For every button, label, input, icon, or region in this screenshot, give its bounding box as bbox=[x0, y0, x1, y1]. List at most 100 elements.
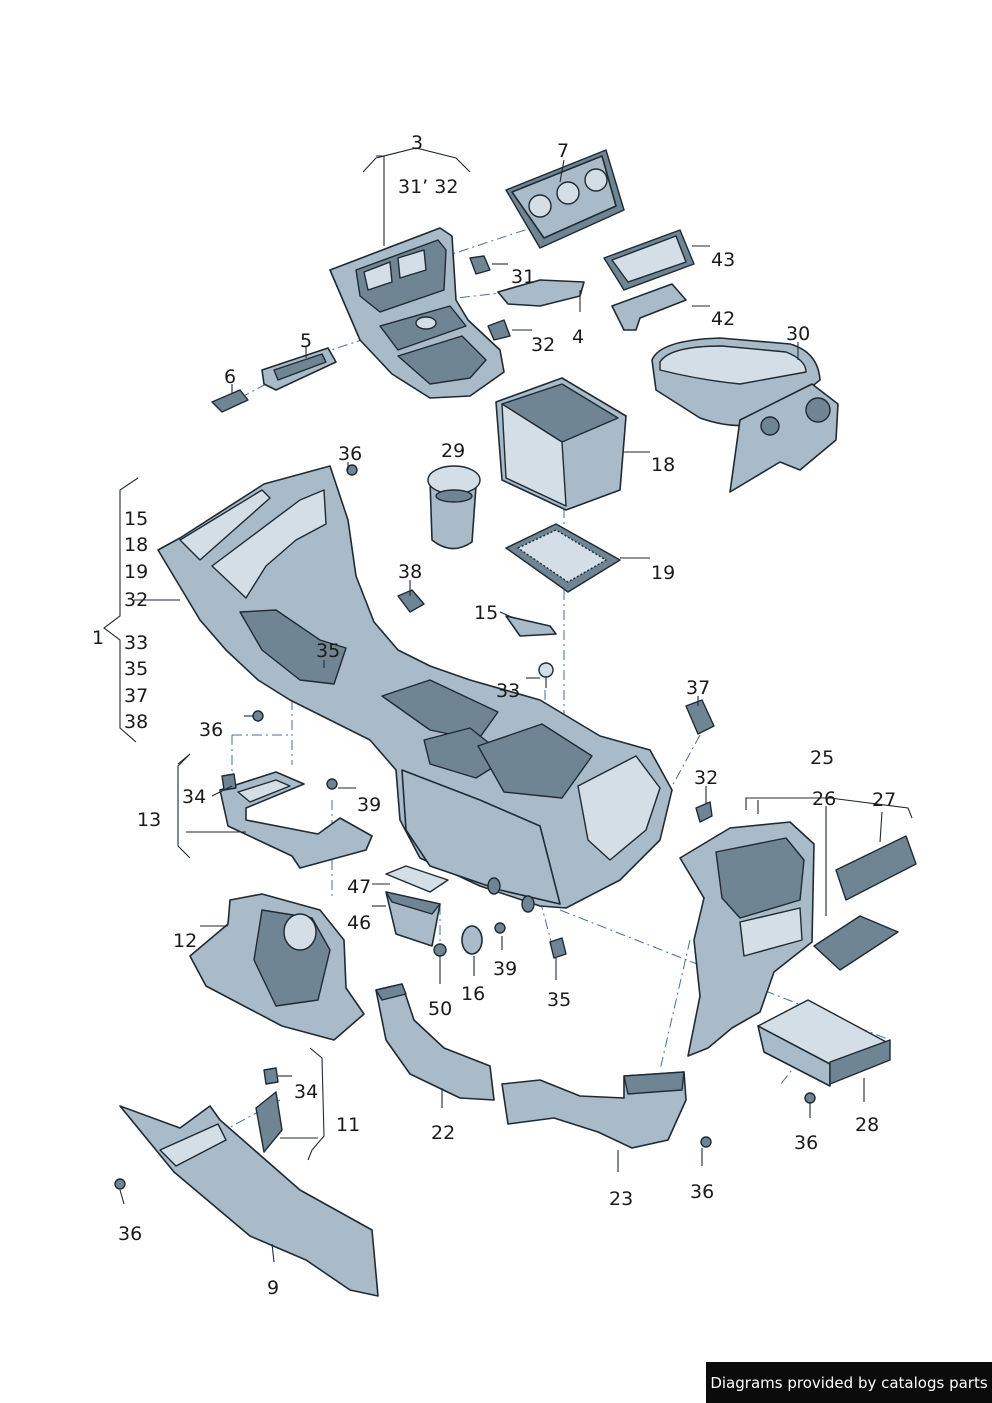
callout-25: 25 bbox=[810, 747, 834, 769]
callout-22: 22 bbox=[431, 1122, 455, 1144]
part-7-control-trim[interactable] bbox=[505, 149, 625, 249]
callout-35-low: 35 bbox=[547, 989, 571, 1011]
callout-26: 26 bbox=[812, 788, 836, 810]
part-31-clip[interactable] bbox=[469, 255, 491, 275]
part-34-clip-low[interactable] bbox=[263, 1067, 279, 1085]
part-18-storage-box[interactable] bbox=[495, 377, 627, 511]
part-36-screw-9[interactable] bbox=[114, 1178, 126, 1190]
callout-19: 19 bbox=[651, 562, 675, 584]
part-39-screw-low[interactable] bbox=[494, 922, 506, 934]
callout-5: 5 bbox=[300, 330, 312, 352]
part-32-clip-right[interactable] bbox=[695, 801, 713, 823]
callout-11: 11 bbox=[336, 1114, 360, 1136]
part-38-clip[interactable] bbox=[397, 589, 425, 613]
callout-13: 13 bbox=[137, 809, 161, 831]
part-23-air-duct[interactable] bbox=[501, 1071, 687, 1149]
callout-9: 9 bbox=[267, 1277, 279, 1299]
callout-34-low: 34 bbox=[294, 1081, 318, 1103]
callout-28: 28 bbox=[855, 1114, 879, 1136]
callout-3: 3 bbox=[411, 132, 423, 154]
callout-18: 18 bbox=[651, 454, 675, 476]
callout-46: 46 bbox=[347, 912, 371, 934]
part-35-clip-low[interactable] bbox=[549, 937, 567, 959]
part-25-rear-vent[interactable] bbox=[679, 821, 815, 1057]
group1-item: 19 bbox=[124, 561, 148, 583]
callout-12: 12 bbox=[173, 930, 197, 952]
part-32-clip-upper[interactable] bbox=[487, 319, 511, 341]
group1-item: 37 bbox=[124, 685, 148, 707]
callout-7: 7 bbox=[557, 140, 569, 162]
part-30-armrest[interactable] bbox=[651, 337, 839, 493]
callout-32-right: 32 bbox=[694, 767, 718, 789]
callout-labels: 3 31’ 32 7 43 31 4 42 32 30 5 6 36 29 18… bbox=[92, 132, 896, 1299]
callout-36-left: 36 bbox=[199, 719, 223, 741]
callout-29: 29 bbox=[441, 440, 465, 462]
callout-38: 38 bbox=[398, 561, 422, 583]
callout-36-duct: 36 bbox=[690, 1181, 714, 1203]
group1-item: 38 bbox=[124, 711, 148, 733]
part-3-bezel[interactable] bbox=[329, 227, 505, 399]
callout-1: 1 bbox=[92, 627, 104, 649]
footer-credit: Diagrams provided by catalogs parts bbox=[706, 1362, 992, 1403]
part-36-screw-23[interactable] bbox=[700, 1136, 712, 1148]
part-12-shifter-housing[interactable] bbox=[189, 893, 365, 1041]
callout-33: 33 bbox=[496, 680, 520, 702]
callout-27: 27 bbox=[872, 789, 896, 811]
part-26-mat[interactable] bbox=[813, 915, 899, 971]
callout-42: 42 bbox=[711, 308, 735, 330]
group1-item: 15 bbox=[124, 508, 148, 530]
callout-36-box: 36 bbox=[794, 1132, 818, 1154]
callout-35-upper: 35 bbox=[316, 640, 340, 662]
part-28-socket-box[interactable] bbox=[757, 999, 891, 1087]
part-1-center-console[interactable] bbox=[157, 465, 673, 913]
callout-37: 37 bbox=[686, 677, 710, 699]
callout-6: 6 bbox=[224, 366, 236, 388]
callout-15: 15 bbox=[474, 602, 498, 624]
part-9-side-trim[interactable] bbox=[119, 1105, 379, 1297]
callout-4: 4 bbox=[572, 326, 584, 348]
part-34-clip-mid[interactable] bbox=[221, 773, 237, 791]
part-6-switch[interactable] bbox=[211, 389, 249, 413]
part-50-clip[interactable] bbox=[433, 943, 447, 957]
part-11-switch[interactable] bbox=[255, 1091, 283, 1153]
part-5-switch-panel[interactable] bbox=[261, 347, 337, 391]
group1-item: 32 bbox=[124, 589, 148, 611]
callout-39-low: 39 bbox=[493, 958, 517, 980]
callout-31-32: 31’ 32 bbox=[398, 176, 458, 198]
part-15-insert[interactable] bbox=[505, 615, 557, 637]
part-47-plate[interactable] bbox=[385, 865, 449, 893]
part-27-vent-insert[interactable] bbox=[835, 835, 917, 901]
callout-32-upper: 32 bbox=[531, 334, 555, 356]
part-19-mat[interactable] bbox=[505, 523, 621, 593]
part-29-cup[interactable] bbox=[427, 465, 481, 550]
callout-23: 23 bbox=[609, 1188, 633, 1210]
part-36-screw-1[interactable] bbox=[252, 710, 264, 722]
part-36-screw-top[interactable] bbox=[346, 464, 358, 476]
part-43-tray[interactable] bbox=[603, 229, 695, 291]
callout-31: 31 bbox=[511, 266, 535, 288]
part-13-bracket[interactable] bbox=[219, 771, 373, 869]
callout-47: 47 bbox=[347, 876, 371, 898]
callout-16: 16 bbox=[461, 983, 485, 1005]
part-16-cap[interactable] bbox=[461, 925, 483, 955]
part-33-pin[interactable] bbox=[538, 662, 554, 688]
callout-43: 43 bbox=[711, 249, 735, 271]
callout-50: 50 bbox=[428, 998, 452, 1020]
callout-36-top: 36 bbox=[338, 443, 362, 465]
part-39-screw-mid[interactable] bbox=[326, 778, 338, 790]
part-36-screw-28[interactable] bbox=[804, 1092, 816, 1104]
group-1-list: 15 18 19 32 33 35 37 38 bbox=[124, 508, 148, 733]
part-42-bracket[interactable] bbox=[611, 283, 687, 331]
part-22-air-duct[interactable] bbox=[375, 983, 495, 1101]
part-46-pocket[interactable] bbox=[385, 891, 441, 947]
callout-34-mid: 34 bbox=[182, 786, 206, 808]
callout-39-mid: 39 bbox=[357, 794, 381, 816]
callout-36-trim: 36 bbox=[118, 1223, 142, 1245]
group1-item: 33 bbox=[124, 632, 148, 654]
part-37-bracket[interactable] bbox=[685, 699, 715, 735]
group1-item: 18 bbox=[124, 534, 148, 556]
group1-item: 35 bbox=[124, 658, 148, 680]
callout-30: 30 bbox=[786, 323, 810, 345]
leader-lines bbox=[103, 147, 913, 1263]
